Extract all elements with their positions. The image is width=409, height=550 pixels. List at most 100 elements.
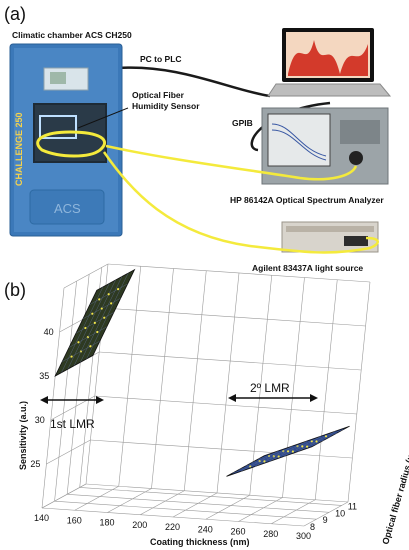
y-tick-label: 10 — [335, 508, 345, 518]
osa-icon — [261, 107, 389, 185]
surface-marker — [107, 293, 110, 296]
x-tick-label: 200 — [132, 520, 147, 530]
floor-gridline — [54, 500, 317, 520]
chart-grid — [41, 263, 371, 527]
y-tick-label: 11 — [348, 501, 357, 511]
sidewall-gridline — [63, 263, 109, 289]
backwall-gridline — [90, 439, 353, 459]
x-tick-label: 220 — [165, 522, 180, 532]
x-tick-label: 240 — [198, 524, 213, 534]
z-tick-label: 40 — [44, 327, 54, 337]
chamber-brand-text: CHALLENGE 250 — [14, 112, 24, 186]
backwall-gridline — [183, 270, 207, 491]
floor-gridline — [172, 492, 218, 518]
laptop-icon — [267, 28, 392, 97]
surface-marker — [103, 316, 106, 319]
setup-diagram: CHALLENGE 250 ACS — [9, 28, 392, 254]
sensor-label-line1: Optical Fiber — [132, 90, 184, 100]
surface-marker — [315, 440, 318, 443]
x-tick-label: 140 — [34, 513, 49, 523]
y-axis-title: Optical fiber radius (µm) — [380, 443, 409, 545]
surface-marker — [291, 450, 294, 453]
panel-a-label: (a) — [4, 4, 26, 24]
surface-marker — [100, 307, 103, 310]
chart-surfaces — [54, 268, 350, 477]
surface-marker — [89, 345, 92, 348]
backwall-gridline — [314, 279, 338, 500]
floor-gridline — [41, 507, 305, 527]
sidewall-gridline — [66, 274, 90, 495]
backwall-gridline — [118, 266, 142, 487]
surface-marker — [117, 288, 120, 291]
pc-to-plc-cable — [117, 66, 271, 98]
surface-marker — [70, 355, 73, 358]
z-axis-title: Sensitivity (a.u.) — [18, 401, 28, 470]
gpib-label: GPIB — [232, 118, 253, 128]
fiber-loop — [36, 130, 107, 158]
chamber-title: Climatic chamber ACS CH250 — [12, 30, 132, 40]
sensor-label-line2: Humidity Sensor — [132, 101, 200, 111]
floor-gridline — [303, 501, 349, 527]
surface-marker — [324, 435, 328, 438]
backwall-gridline — [347, 281, 371, 503]
floor-gridline — [74, 485, 119, 511]
surface-mesh-line — [257, 429, 344, 460]
backwall-gridline — [85, 483, 349, 503]
light-source-label: Agilent 83437A light source — [252, 263, 364, 273]
floor-gridline — [238, 497, 283, 522]
z-tick-label: 25 — [30, 459, 40, 469]
sidewall-gridline — [54, 281, 77, 502]
surface-marker — [93, 321, 96, 324]
floor-gridline — [67, 493, 330, 513]
x-tick-label: 280 — [263, 529, 278, 539]
surface-mesh-line — [251, 432, 338, 463]
surface-marker — [98, 298, 101, 301]
backwall-gridline — [103, 307, 366, 327]
sidewall-gridline — [46, 439, 91, 465]
backwall-gridline — [99, 351, 362, 371]
backwall-gridline — [151, 268, 174, 489]
osa-label: HP 86142A Optical Spectrum Analyzer — [230, 195, 384, 205]
chamber-logo-text: ACS — [54, 201, 81, 216]
x-tick-label: 180 — [100, 518, 115, 528]
floor-gridline — [271, 499, 316, 525]
surface-mesh-line — [86, 273, 129, 359]
floor-gridline — [79, 487, 342, 506]
z-tick-label: 30 — [35, 415, 45, 425]
surface-marker — [84, 326, 87, 330]
surface-marker — [301, 445, 304, 448]
x-tick-label: 300 — [296, 531, 311, 541]
surface-marker — [96, 330, 99, 334]
sidewall-gridline — [41, 483, 87, 509]
x-axis-title: Coating thickness (nm) — [150, 537, 250, 547]
y-tick-label: 9 — [323, 515, 328, 525]
pc-to-plc-label: PC to PLC — [140, 54, 182, 64]
surface-marker — [286, 450, 290, 453]
fiber-to-source — [102, 151, 379, 254]
backwall-gridline — [282, 277, 305, 498]
surface-marker — [277, 455, 280, 458]
light-source-icon — [281, 221, 379, 253]
backwall-gridline — [94, 395, 357, 415]
surface-marker — [263, 460, 266, 463]
sidewall-gridline — [41, 287, 65, 509]
backwall-gridline — [216, 272, 240, 494]
second-lmr-annotation: 2º LMR — [250, 381, 290, 395]
surface-marker — [77, 341, 80, 344]
panel-b-label: (b) — [4, 280, 26, 300]
first-lmr-arrow-head — [40, 396, 48, 404]
z-tick-label: 35 — [39, 371, 49, 381]
floor-gridline — [107, 488, 152, 513]
surface-marker — [110, 302, 113, 305]
gpib-cable — [250, 101, 331, 152]
floor-gridline — [140, 490, 185, 516]
x-tick-label: 160 — [67, 515, 82, 525]
first-lmr-annotation: 1st LMR — [50, 417, 95, 431]
surface-marker — [91, 312, 94, 315]
y-tick-label: 8 — [310, 522, 315, 532]
floor-gridline — [205, 494, 250, 520]
x-tick-label: 260 — [231, 527, 246, 537]
backwall-gridline — [249, 275, 273, 496]
